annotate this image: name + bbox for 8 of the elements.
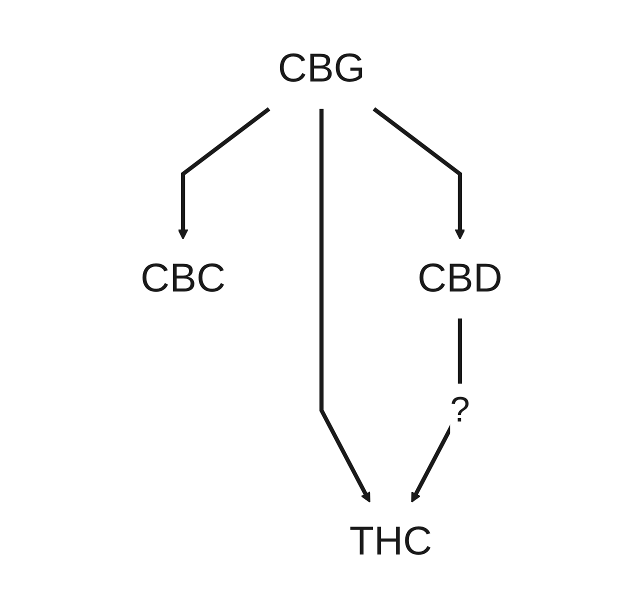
node-text: CBC [140, 256, 226, 301]
arrow [319, 108, 370, 503]
node-text: CBG [278, 46, 366, 92]
edge-label: ? [450, 390, 470, 430]
node-text: THC [349, 518, 432, 564]
arrow [372, 107, 466, 240]
arrow [178, 107, 270, 240]
node-text: CBD [417, 256, 503, 301]
